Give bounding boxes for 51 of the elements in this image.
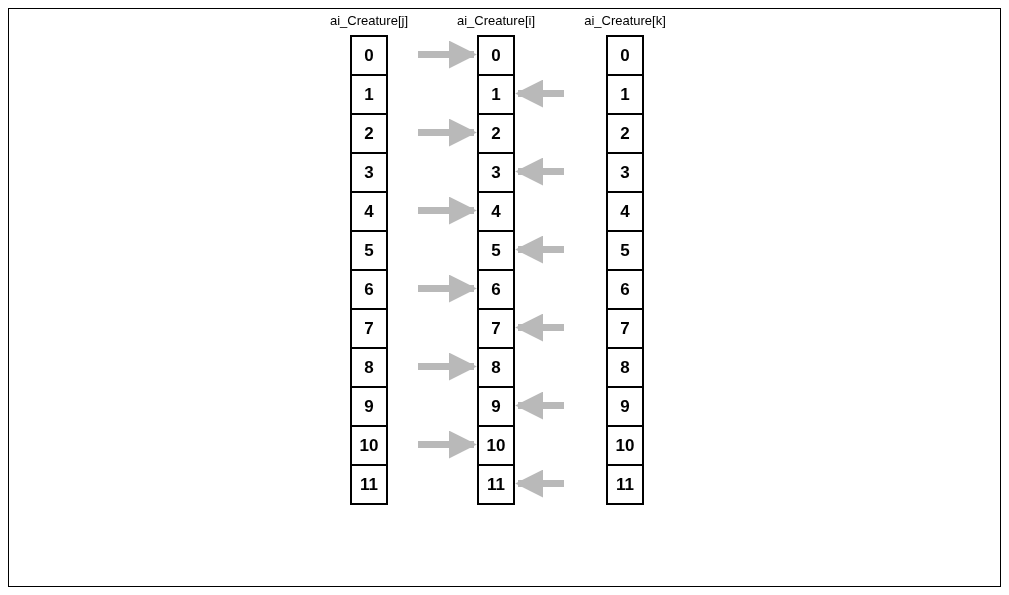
array-cell: 8 xyxy=(606,347,644,388)
array-cell: 5 xyxy=(606,230,644,271)
arrow xyxy=(515,235,564,264)
array-cell: 11 xyxy=(477,464,515,505)
array-cell: 8 xyxy=(477,347,515,388)
array-cell: 0 xyxy=(350,35,388,76)
arrow xyxy=(418,430,477,459)
array-cell: 9 xyxy=(606,386,644,427)
array-cell: 3 xyxy=(350,152,388,193)
array-cell: 10 xyxy=(477,425,515,466)
array-cell: 3 xyxy=(606,152,644,193)
array-cell: 2 xyxy=(350,113,388,154)
array-cell: 4 xyxy=(350,191,388,232)
array-cell: 5 xyxy=(350,230,388,271)
array-cell: 4 xyxy=(477,191,515,232)
array-cell: 7 xyxy=(477,308,515,349)
array-cell: 10 xyxy=(350,425,388,466)
array-cell: 10 xyxy=(606,425,644,466)
array-cell: 6 xyxy=(350,269,388,310)
arrow xyxy=(418,118,477,147)
array-cell: 9 xyxy=(350,386,388,427)
arrow xyxy=(418,40,477,69)
array-cell: 1 xyxy=(477,74,515,115)
array-cell: 1 xyxy=(350,74,388,115)
array-cell: 5 xyxy=(477,230,515,271)
array-cell: 3 xyxy=(477,152,515,193)
array-cell: 2 xyxy=(606,113,644,154)
column-header: ai_Creature[k] xyxy=(584,12,666,30)
array-cell: 0 xyxy=(477,35,515,76)
array-cell: 9 xyxy=(477,386,515,427)
array-cell: 6 xyxy=(477,269,515,310)
array-cell: 6 xyxy=(606,269,644,310)
column-header: ai_Creature[j] xyxy=(329,12,408,30)
array-cell: 11 xyxy=(350,464,388,505)
array-cell: 11 xyxy=(606,464,644,505)
array-cell: 2 xyxy=(477,113,515,154)
array-cell: 8 xyxy=(350,347,388,388)
arrow xyxy=(515,79,564,108)
arrow xyxy=(418,196,477,225)
arrow xyxy=(418,274,477,303)
array-cell: 7 xyxy=(606,308,644,349)
arrow xyxy=(515,469,564,498)
array-cell: 7 xyxy=(350,308,388,349)
array-cell: 1 xyxy=(606,74,644,115)
array-cell: 0 xyxy=(606,35,644,76)
arrow xyxy=(515,313,564,342)
arrow xyxy=(515,157,564,186)
array-cell: 4 xyxy=(606,191,644,232)
arrow xyxy=(515,391,564,420)
column-header: ai_Creature[i] xyxy=(456,12,535,30)
arrow xyxy=(418,352,477,381)
